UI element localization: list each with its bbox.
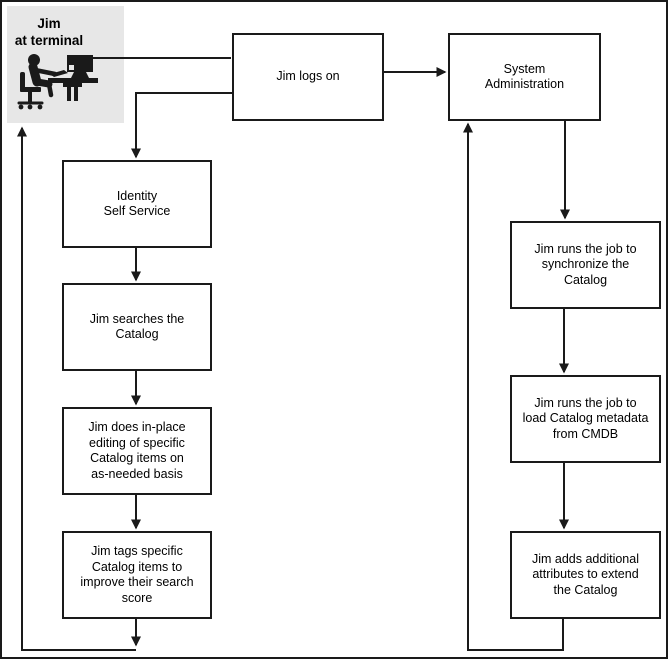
- node-label: Jim adds additional attributes to extend…: [531, 551, 639, 597]
- node-label: Jim runs the job to load Catalog metadat…: [522, 395, 649, 441]
- node-inplace-editing: Jim does in-place editing of specific Ca…: [62, 407, 212, 495]
- node-load-catalog-metadata-job: Jim runs the job to load Catalog metadat…: [510, 375, 661, 463]
- person-at-terminal-icon: [17, 54, 98, 110]
- actor-label: Jim at terminal: [14, 16, 84, 48]
- node-label: Jim runs the job to synchronize the Cata…: [534, 241, 637, 287]
- node-add-attributes: Jim adds additional attributes to extend…: [510, 531, 661, 619]
- node-jim-searches-catalog: Jim searches the Catalog: [62, 283, 212, 371]
- node-synchronize-catalog-job: Jim runs the job to synchronize the Cata…: [510, 221, 661, 309]
- node-system-administration: System Administration: [448, 33, 601, 121]
- node-label: Jim does in-place editing of specific Ca…: [88, 420, 186, 481]
- actor-jim-at-terminal: Jim at terminal: [7, 6, 124, 123]
- node-jim-logs-on: Jim logs on: [232, 33, 384, 121]
- node-tags-catalog-items: Jim tags specific Catalog items to impro…: [62, 531, 212, 619]
- node-label: Jim tags specific Catalog items to impro…: [80, 544, 194, 605]
- node-label: Jim logs on: [276, 69, 340, 84]
- node-label: Jim searches the Catalog: [89, 311, 185, 342]
- node-identity-self-service: Identity Self Service: [62, 160, 212, 248]
- node-label: Identity Self Service: [103, 188, 171, 219]
- node-label: System Administration: [484, 61, 565, 92]
